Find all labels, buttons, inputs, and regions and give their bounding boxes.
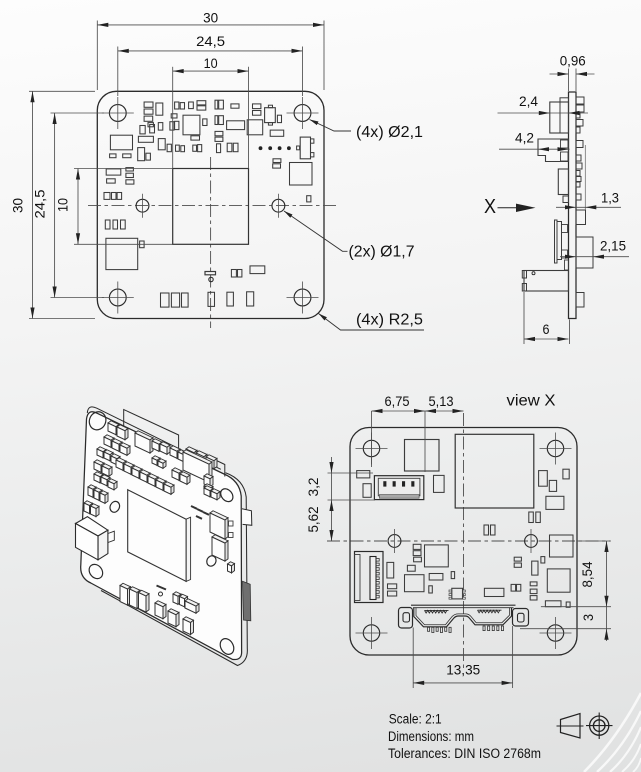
svg-text:Tolerances: DIN ISO 2768m: Tolerances: DIN ISO 2768m	[388, 746, 541, 761]
svg-text:0,96: 0,96	[560, 53, 586, 69]
svg-text:(4x) R2,5: (4x) R2,5	[356, 312, 423, 329]
svg-text:Scale: 2:1: Scale: 2:1	[389, 712, 442, 727]
svg-text:view X: view X	[507, 393, 557, 410]
svg-text:6: 6	[543, 321, 550, 337]
svg-text:2,15: 2,15	[600, 238, 626, 254]
svg-text:5,62: 5,62	[305, 506, 321, 532]
svg-text:2,4: 2,4	[519, 93, 538, 109]
svg-text:Dimensions: mm: Dimensions: mm	[388, 729, 474, 744]
svg-text:5,13: 5,13	[429, 393, 454, 409]
svg-text:24,5: 24,5	[32, 189, 48, 218]
svg-text:(2x) Ø1,7: (2x) Ø1,7	[349, 244, 415, 261]
svg-text:(4x) Ø2,1: (4x) Ø2,1	[356, 124, 423, 141]
svg-text:10: 10	[55, 198, 71, 212]
svg-text:30: 30	[10, 198, 26, 213]
svg-text:1,3: 1,3	[601, 189, 619, 205]
svg-text:13,35: 13,35	[446, 662, 480, 678]
svg-text:8,54: 8,54	[579, 561, 595, 587]
svg-text:6,75: 6,75	[385, 393, 410, 409]
svg-text:3: 3	[580, 614, 596, 621]
svg-text:4,2: 4,2	[515, 130, 534, 146]
svg-text:X: X	[484, 196, 496, 218]
svg-text:30: 30	[203, 9, 218, 25]
svg-text:10: 10	[204, 55, 218, 71]
svg-text:3,2: 3,2	[305, 477, 321, 496]
svg-text:24,5: 24,5	[196, 33, 225, 49]
